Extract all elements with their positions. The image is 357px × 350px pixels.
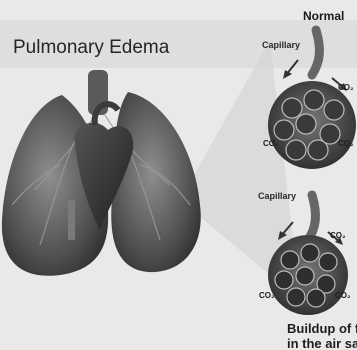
edema-co2-label-right: CO₂	[335, 292, 351, 300]
edema-co2-label-left: CO₂	[259, 292, 275, 300]
normal-co2-label-right: CO₂	[338, 140, 354, 148]
edema-capillary-label: Capillary	[258, 192, 296, 201]
vessel	[68, 200, 75, 240]
diagram-title: Pulmonary Edema	[13, 38, 169, 57]
normal-heading: Normal	[303, 10, 344, 22]
edema-caption: Buildup of fluid in the air sacs	[287, 321, 357, 350]
normal-co2-label-left: CO₂	[263, 140, 279, 148]
edema-co2-label-top: CO₂	[330, 232, 346, 240]
normal-capillary-label: Capillary	[262, 41, 300, 50]
edema-caption-line1: Buildup of fluid	[287, 321, 357, 336]
normal-co2-label-top: CO₂	[338, 84, 354, 92]
edema-caption-line2: in the air sacs	[287, 336, 357, 350]
